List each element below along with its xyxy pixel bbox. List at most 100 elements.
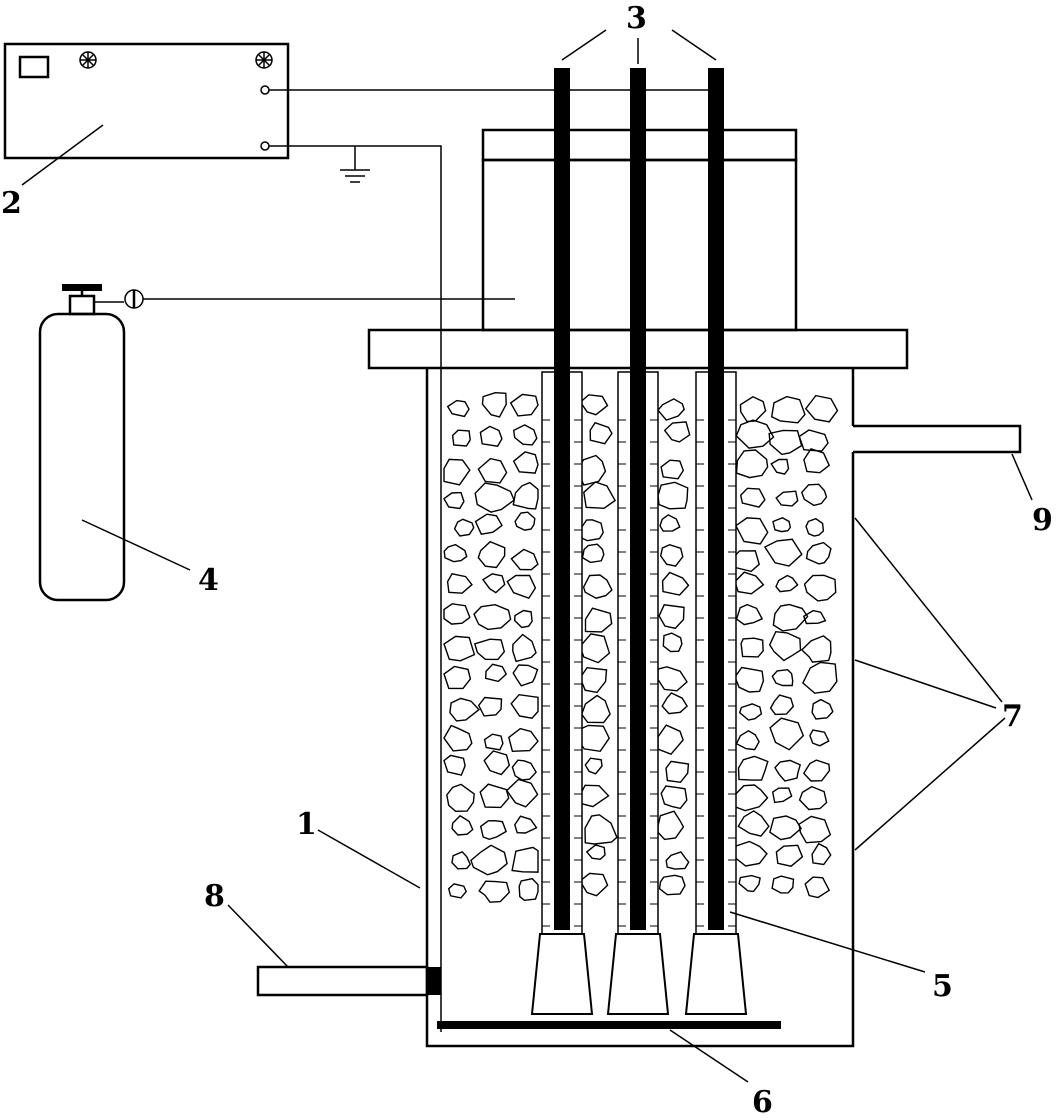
packing-pebble [768,429,803,456]
packing-pebble [771,668,794,687]
packing-pebble [734,517,769,545]
packing-pebble [581,543,605,564]
packing-pebble [512,481,539,510]
packing-pebble [771,875,795,894]
packing-pebble [484,663,508,683]
packing-pebble [661,692,689,715]
gas-cylinder-neck [68,294,96,316]
packing-pebble [769,717,805,751]
packing-pebble [512,664,539,687]
packing-pebble [769,694,795,716]
packing-pebble [474,513,503,535]
packing-pebble [446,399,470,418]
packing-pebble [775,844,804,867]
packing-pebble [734,666,765,693]
packing-pebble [477,540,506,569]
packing-pebble [579,633,611,664]
packing-pebble [735,603,764,626]
packing-pebble [737,810,770,837]
label-electrodes: 3 [626,1,647,36]
packing-pebble [800,635,832,663]
packing-pebble [479,783,510,809]
packing-pebble [446,783,475,813]
electrode-rod [708,68,724,930]
packing-pebble [508,727,539,753]
packing-pebble [660,785,688,810]
packing-pebble [510,693,539,719]
packing-pebble [513,609,533,629]
packing-pebble [510,548,539,571]
packing-pebble [658,604,685,630]
packing-pebble [661,571,690,596]
ground-wire [269,145,442,1032]
packing-pebble [584,814,618,845]
packing-pebble [470,844,508,876]
packing-pebble [809,729,830,747]
packing-pebble [512,451,539,474]
packing-pebble [805,517,825,537]
gas-cylinder-handle-icon [62,284,102,291]
packing-pebble [580,694,611,724]
packing-pebble [582,574,613,599]
packing-pebble [737,755,769,781]
packing-pebble [734,571,765,595]
packing-pebble [449,697,480,722]
gas-cylinder [38,284,515,602]
packing-pebble [451,429,471,447]
packing-pebble [734,550,760,573]
packing-pebble [477,457,508,484]
packing-pebble [771,787,793,804]
packing-pebble [662,632,683,653]
inlet-fitting [427,967,441,995]
label-electrode-sleeve: 5 [932,969,953,1004]
packing-pebble [443,724,473,752]
packing-pebble [443,458,471,486]
packing-pebble [579,519,604,542]
packing-pebble [739,396,767,423]
packing-pebble [802,759,831,782]
packing-pebble [511,759,537,781]
electrode-tip-cap [530,933,594,1015]
packing-pebble [775,490,799,507]
electrode-tip-cap [606,933,670,1015]
packing-pebble [481,573,506,594]
packing-pebble [443,665,472,690]
packing-pebble [803,574,837,602]
packing-pebble [473,638,506,661]
packing-pebble [512,424,538,446]
packing-pebble [584,757,603,775]
valve-icon [124,289,144,309]
packing-pebble [770,458,790,475]
packing-pebble [658,874,686,896]
packing-pebble [770,395,806,424]
packing-pebble [479,425,503,447]
ground-symbol-icon [340,146,370,183]
packing-pebble [579,784,610,808]
packing-pebble [735,419,775,449]
power-supply-box [3,42,290,160]
packing-pebble [589,421,613,445]
packing-pebble [802,609,827,625]
packing-pebble [479,819,507,841]
leader-lines [21,29,1033,1083]
packing-pebble [483,733,504,751]
packing-pebble [443,491,465,510]
packing-pebble [509,393,539,417]
packing-pebble [663,421,691,443]
packing-pebble [477,696,503,717]
packing-pebble [734,784,769,812]
packing-pebble [804,394,839,423]
packing-pebble [657,666,688,692]
packing-pebble [811,698,834,720]
power-supply-knob-left-icon [79,51,97,69]
packing-pebble [665,760,690,784]
label-inlet-pipe: 8 [204,879,225,914]
electrode-tip-cap [684,933,748,1015]
packing-pebble [769,815,803,841]
packing-pebble [579,454,607,486]
packing-pebble [473,603,512,631]
inlet-pipe [256,965,429,997]
packing-pebble [478,880,511,903]
packing-pebble [585,844,606,861]
